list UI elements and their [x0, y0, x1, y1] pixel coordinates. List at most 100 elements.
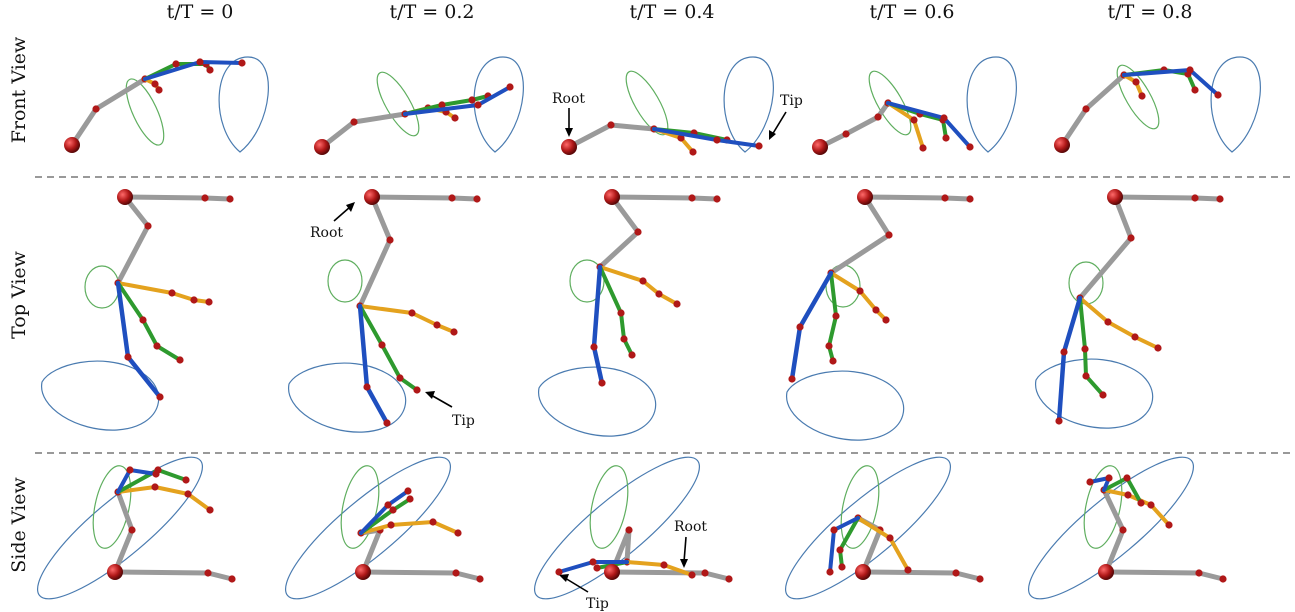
top-view-figure-2 [538, 189, 721, 437]
tip-trajectory [284, 456, 452, 600]
leg-blue-joint [713, 136, 721, 144]
trajectory-loop [1083, 465, 1123, 549]
leg-orange-joint [1132, 78, 1140, 86]
tip-trajectory [1027, 456, 1195, 600]
leg-green-joint [1191, 86, 1199, 94]
arrowhead-tip-front [769, 130, 776, 140]
proximal-segment-lower-joint [476, 575, 484, 583]
skeleton-figures [36, 56, 1261, 600]
tip-trajectory [786, 370, 905, 441]
proximal-segment-lower-joint [144, 222, 152, 230]
leg-orange-joint [886, 534, 894, 542]
root-sphere [561, 139, 577, 155]
root-sphere [1107, 189, 1123, 205]
leg-orange [1078, 296, 1160, 350]
column-titles: t/T = 0 t/T = 0.2 t/T = 0.4 t/T = 0.6 t/… [167, 1, 1193, 23]
proximal-segment [1059, 72, 1127, 148]
trajectory-loop [327, 259, 363, 303]
proximal-segment-joint [607, 121, 615, 129]
leg-orange-joint [1131, 333, 1139, 341]
proximal-segment-upper [1112, 194, 1223, 202]
tip-trajectory [538, 366, 657, 437]
leg-orange-joint [450, 328, 458, 336]
root-sphere [364, 189, 380, 205]
leg-blue-joint [788, 375, 796, 383]
column-title-2: t/T = 0.4 [630, 1, 715, 23]
proximal-segment-lower-joint [634, 228, 642, 236]
trajectory-loop [868, 70, 912, 136]
tip-trajectory [288, 362, 407, 433]
side-view-figure-2 [533, 456, 733, 600]
leg-blue-joint [966, 143, 974, 151]
tip-trajectory [966, 56, 1017, 153]
leg-blue-joint [598, 379, 606, 387]
leg-blue-joint [404, 487, 412, 495]
leg-orange-joint [190, 296, 198, 304]
proximal-segment-lower [357, 194, 393, 309]
leg-green [403, 94, 490, 116]
proximal-segment-joint [842, 130, 850, 138]
arrowhead-root-front [565, 128, 573, 137]
row-title-front: Front View [8, 36, 30, 143]
leg-orange-joint [882, 316, 890, 324]
row-title-side: Side View [8, 477, 30, 573]
leg-orange-joint [155, 86, 163, 94]
leg-orange-joint [433, 321, 441, 329]
trajectory-loop [84, 265, 120, 309]
proximal-segment-upper-joint [473, 195, 481, 203]
front-view-figure-3 [812, 56, 1017, 155]
root-sphere [64, 137, 80, 153]
leg-blue-joint [126, 466, 134, 474]
leg-orange-joint [673, 300, 681, 308]
leg-green-joint [829, 357, 837, 365]
leg-orange-joint [910, 116, 918, 124]
leg-blue-joint [124, 353, 132, 361]
tip-trajectory [1210, 56, 1261, 153]
tip-trajectory [1035, 358, 1154, 429]
proximal-segment-lower-joint [952, 569, 960, 577]
front-view-figure-2 [561, 56, 774, 156]
proximal-segment [69, 76, 148, 148]
leg-blue-joint [940, 114, 948, 122]
leg-green-joint [139, 316, 147, 324]
root-sphere [857, 189, 873, 205]
leg-green-joint [942, 134, 950, 142]
tip-trajectory [533, 456, 701, 600]
side-view-figure-4 [1027, 456, 1227, 600]
column-title-4: t/T = 0.8 [1108, 1, 1193, 23]
leg-orange [598, 265, 679, 306]
annotation-root-top: Root [310, 225, 343, 241]
proximal-segment-upper-joint [966, 195, 974, 203]
front-view-figure-0 [64, 56, 269, 153]
tip-trajectory [723, 56, 774, 153]
leg-green [827, 271, 838, 363]
leg-orange-joint [408, 309, 416, 317]
column-title-3: t/T = 0.6 [870, 1, 955, 23]
leg-green-joint [628, 351, 636, 359]
proximal-segment-joint [1082, 105, 1090, 113]
leg-green-joint [1081, 345, 1089, 353]
leg-blue-joint [1214, 91, 1222, 99]
leg-blue-joint [152, 470, 160, 478]
trajectory-loop [840, 465, 880, 549]
leg-orange-joint [451, 114, 459, 122]
proximal-segment-lower-joint [1195, 569, 1203, 577]
proximal-segment-upper-joint [1191, 194, 1199, 202]
leg-blue-joint [474, 101, 482, 109]
proximal-segment-lower-joint [725, 575, 733, 583]
proximal-segment-upper-joint [625, 526, 633, 534]
leg-green-joint [838, 563, 846, 571]
trajectory-loop [92, 465, 132, 549]
trajectory-loop [1116, 64, 1160, 130]
leg-orange-joint [689, 148, 697, 156]
proximal-segment-lower-joint [204, 569, 212, 577]
leg-blue-joint [1086, 478, 1094, 486]
leg-blue-joint [755, 142, 763, 150]
leg-orange-joint [168, 289, 176, 297]
leg-green [1078, 296, 1105, 397]
leg-green-joint [593, 564, 601, 572]
proximal-segment-upper-joint [941, 194, 949, 202]
proximal-segment-upper-joint [201, 194, 209, 202]
leg-green-joint [406, 495, 414, 503]
arrow-tip-top [430, 394, 453, 408]
